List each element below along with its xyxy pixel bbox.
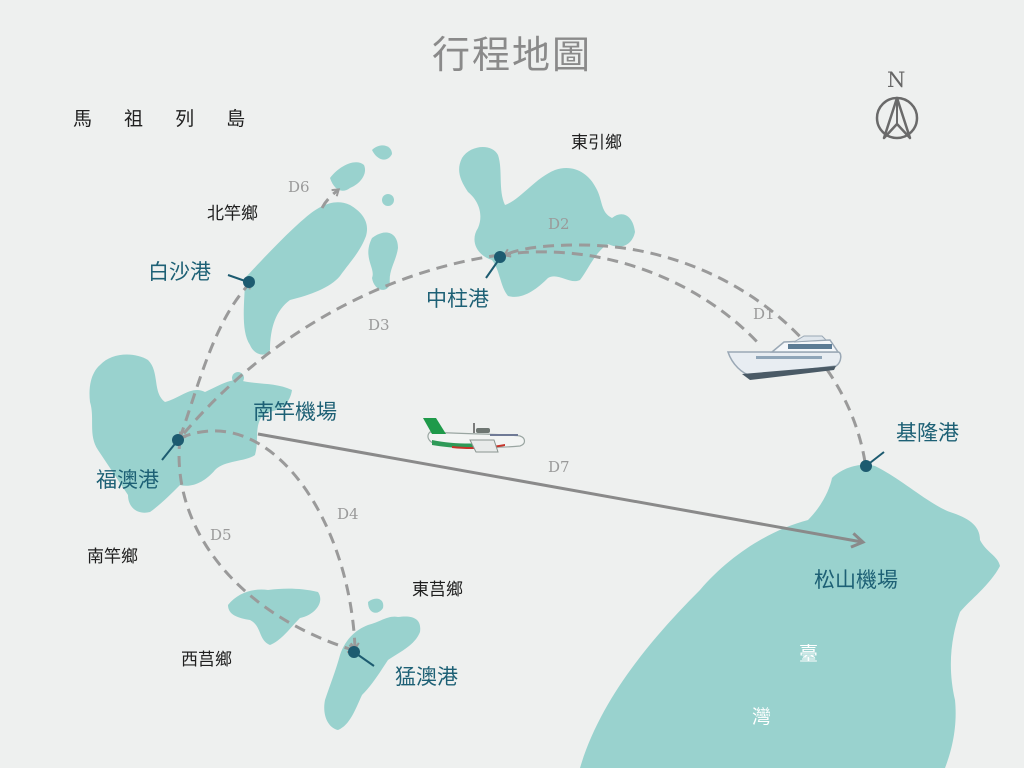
marker-baisha	[227, 274, 255, 288]
airplane-icon	[423, 418, 526, 453]
marker-mengao	[348, 646, 375, 667]
route-label-d5: D5	[210, 526, 232, 544]
taiwan-island	[580, 464, 1000, 768]
xiju-island	[228, 588, 321, 645]
route-line-d4	[179, 429, 360, 651]
beigan-islet-ne	[372, 145, 392, 160]
region-archipelago: 馬 祖 列 島	[73, 108, 259, 130]
region-nangan: 南竿鄉	[87, 547, 138, 567]
port-markers	[161, 251, 885, 667]
route-label-d3: D3	[368, 316, 390, 334]
port-keelung: 基隆港	[896, 421, 959, 445]
marker-fuao	[161, 434, 184, 461]
airport-songshan: 松山機場	[814, 568, 898, 592]
region-dongyin: 東引鄉	[571, 133, 622, 153]
route-label-d7: D7	[548, 458, 570, 476]
route-line-d5	[177, 437, 356, 654]
port-baisha: 白沙港	[148, 260, 211, 284]
port-zhongzhu: 中柱港	[426, 287, 489, 311]
region-xiju: 西莒鄉	[181, 650, 232, 670]
page-title: 行程地圖	[432, 33, 593, 77]
nangan-island	[89, 354, 293, 513]
port-mengao: 猛澳港	[395, 665, 458, 689]
route-label-d1: D1	[753, 305, 775, 323]
airport-nangan: 南竿機場	[253, 400, 337, 424]
route-label-d2: D2	[548, 215, 570, 233]
route-label-d4: D4	[337, 505, 359, 523]
dongju-islet	[368, 598, 384, 613]
ferry-icon	[726, 335, 842, 380]
marker-keelung	[860, 451, 885, 472]
beigan-islet-east	[368, 232, 398, 290]
port-fuao: 福澳港	[96, 468, 159, 492]
region-dongju: 東莒鄉	[412, 580, 463, 600]
taiwan-label-2: 灣	[752, 706, 772, 728]
route-line-d6	[320, 188, 341, 209]
north-arrow-icon	[875, 96, 919, 140]
route-line-d1	[502, 243, 867, 463]
route-line-d3	[178, 253, 501, 441]
beigan-island	[243, 202, 368, 355]
route-line-d7	[257, 432, 862, 542]
route-line-d3b	[178, 280, 252, 439]
taiwan-label-1: 臺	[799, 643, 819, 665]
region-beigan: 北竿鄉	[207, 204, 258, 224]
route-label-d6: D6	[288, 178, 310, 196]
route-line-d2	[499, 250, 762, 347]
beigan-islet-north	[330, 162, 366, 191]
marker-zhongzhu	[485, 251, 506, 279]
ferry-routes	[177, 188, 867, 654]
beigan-islet-dot	[382, 194, 394, 206]
compass-north-label: N	[887, 68, 906, 92]
